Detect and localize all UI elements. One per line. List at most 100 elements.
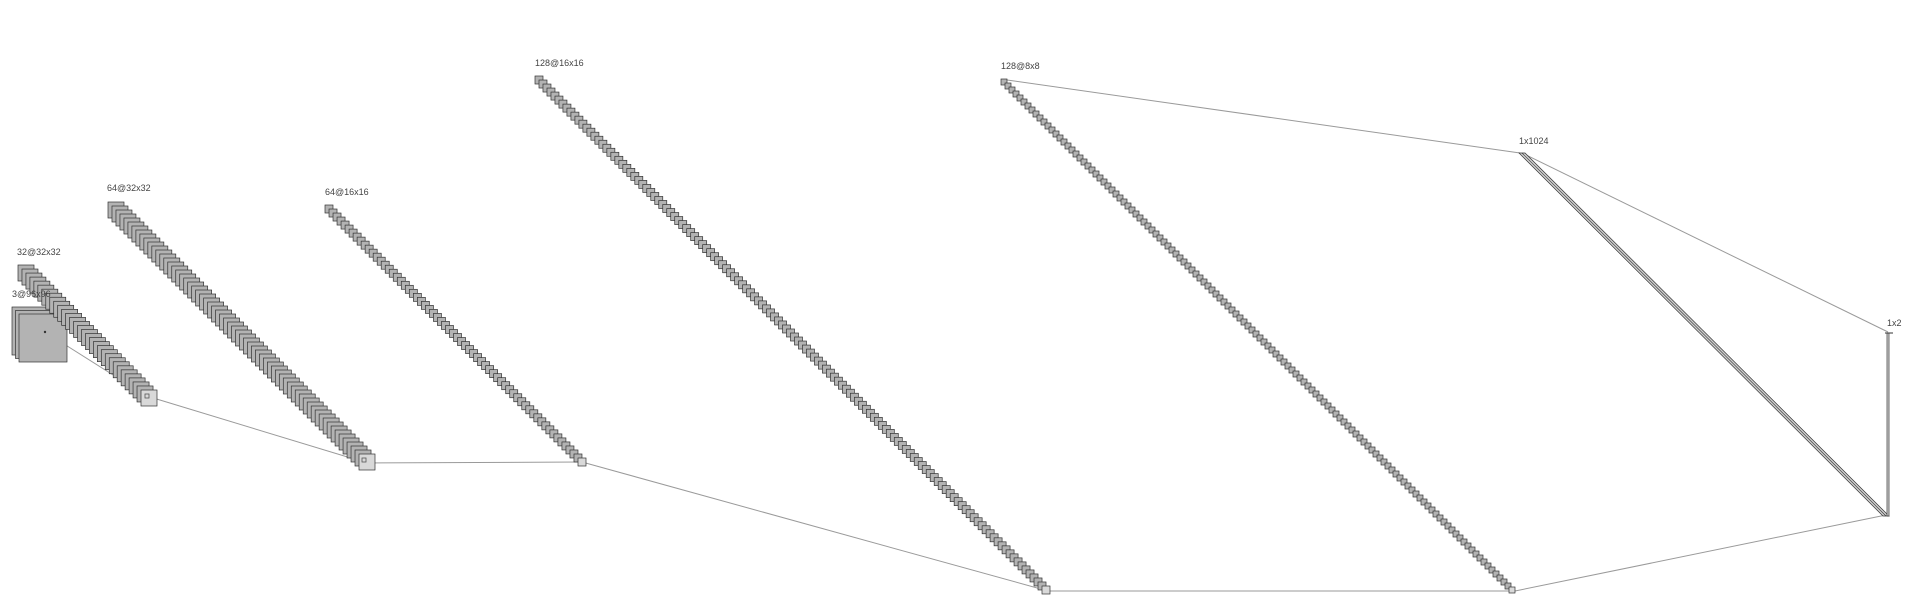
feature-map [1164, 242, 1172, 250]
feature-map [1060, 138, 1068, 146]
feature-map [1276, 354, 1284, 362]
feature-map [1044, 122, 1052, 130]
feature-map [1324, 402, 1332, 410]
feature-map [1192, 270, 1200, 278]
feature-map [1408, 486, 1416, 494]
feature-map [1260, 338, 1268, 346]
feature-map [1304, 382, 1312, 390]
feature-map [1328, 406, 1336, 414]
feature-map [1148, 226, 1156, 234]
stack-5 [534, 75, 1051, 595]
feature-map [1084, 162, 1092, 170]
feature-map [1316, 394, 1324, 402]
stack-3 [107, 201, 376, 471]
feature-map [1068, 146, 1076, 154]
feature-map [1176, 254, 1184, 262]
feature-map [1056, 134, 1064, 142]
feature-map [1484, 562, 1492, 570]
label-pool1: 64@16x16 [325, 187, 369, 197]
feature-map [1448, 526, 1456, 534]
feature-map [1052, 130, 1060, 138]
feature-map [1224, 302, 1232, 310]
feature-map [1436, 514, 1444, 522]
connection-line [581, 461, 1049, 592]
connection-line [364, 461, 583, 464]
layer-labels: 3@96x96 32@32x32 64@32x32 64@16x16 128@1… [12, 58, 1902, 328]
feature-map [577, 457, 587, 467]
feature-map [1152, 230, 1160, 238]
feature-map [1040, 118, 1048, 126]
feature-map [1092, 170, 1100, 178]
feature-map [1112, 190, 1120, 198]
feature-map [1292, 370, 1300, 378]
feature-map [1336, 414, 1344, 422]
feature-map [1492, 570, 1500, 578]
feature-map [1344, 422, 1352, 430]
stack-4 [324, 204, 587, 467]
feature-map [1212, 290, 1220, 298]
feature-map [1168, 246, 1176, 254]
feature-map [1080, 158, 1088, 166]
feature-map [1244, 322, 1252, 330]
label-conv3: 128@16x16 [535, 58, 584, 68]
feature-map [1296, 374, 1304, 382]
feature-map [1172, 250, 1180, 258]
feature-map [1372, 450, 1380, 458]
feature-map [1032, 110, 1040, 118]
feature-map [1124, 202, 1132, 210]
connection-line [1006, 79, 1521, 154]
feature-map [1036, 114, 1044, 122]
feature-map [1340, 418, 1348, 426]
feature-map [1496, 574, 1504, 582]
feature-map [1348, 426, 1356, 434]
layer-connections [44, 79, 1889, 592]
feature-map [1028, 106, 1036, 114]
feature-map [1072, 150, 1080, 158]
feature-map [1476, 554, 1484, 562]
feature-map [1440, 518, 1448, 526]
feature-map [1364, 442, 1372, 450]
stack-2 [17, 264, 158, 407]
feature-map [1472, 550, 1480, 558]
feature-map [1272, 350, 1280, 358]
feature-map [1156, 234, 1164, 242]
feature-map [1444, 522, 1452, 530]
feature-map [1220, 298, 1228, 306]
feature-map [1400, 478, 1408, 486]
feature-map [1041, 585, 1051, 595]
feature-map [1096, 174, 1104, 182]
feature-map [1368, 446, 1376, 454]
stack-1 [11, 306, 68, 363]
feature-map [1320, 398, 1328, 406]
feature-map [1396, 474, 1404, 482]
feature-map [1288, 366, 1296, 374]
feature-map [1200, 278, 1208, 286]
label-output: 1x2 [1887, 318, 1902, 328]
feature-map [1360, 438, 1368, 446]
feature-map [1024, 102, 1032, 110]
feature-map [1008, 86, 1016, 94]
output-layer-1x2 [1886, 332, 1890, 517]
label-pool2: 128@8x8 [1001, 61, 1040, 71]
feature-map [1228, 306, 1236, 314]
feature-map [1404, 482, 1412, 490]
feature-map [1424, 502, 1432, 510]
feature-map [1412, 490, 1420, 498]
feature-map [1388, 466, 1396, 474]
feature-map [1128, 206, 1136, 214]
feature-map [1076, 154, 1084, 162]
feature-map [1132, 210, 1140, 218]
connection-line [1514, 514, 1887, 592]
feature-map-stacks [11, 75, 1516, 595]
feature-map [1332, 410, 1340, 418]
feature-map [1204, 282, 1212, 290]
feature-map [1384, 462, 1392, 470]
feature-map [1392, 470, 1400, 478]
feature-map [1188, 266, 1196, 274]
feature-map [1468, 546, 1476, 554]
feature-map [1420, 498, 1428, 506]
feature-map [1268, 346, 1276, 354]
feature-map [1016, 94, 1024, 102]
feature-map [1236, 314, 1244, 322]
feature-map [1248, 326, 1256, 334]
